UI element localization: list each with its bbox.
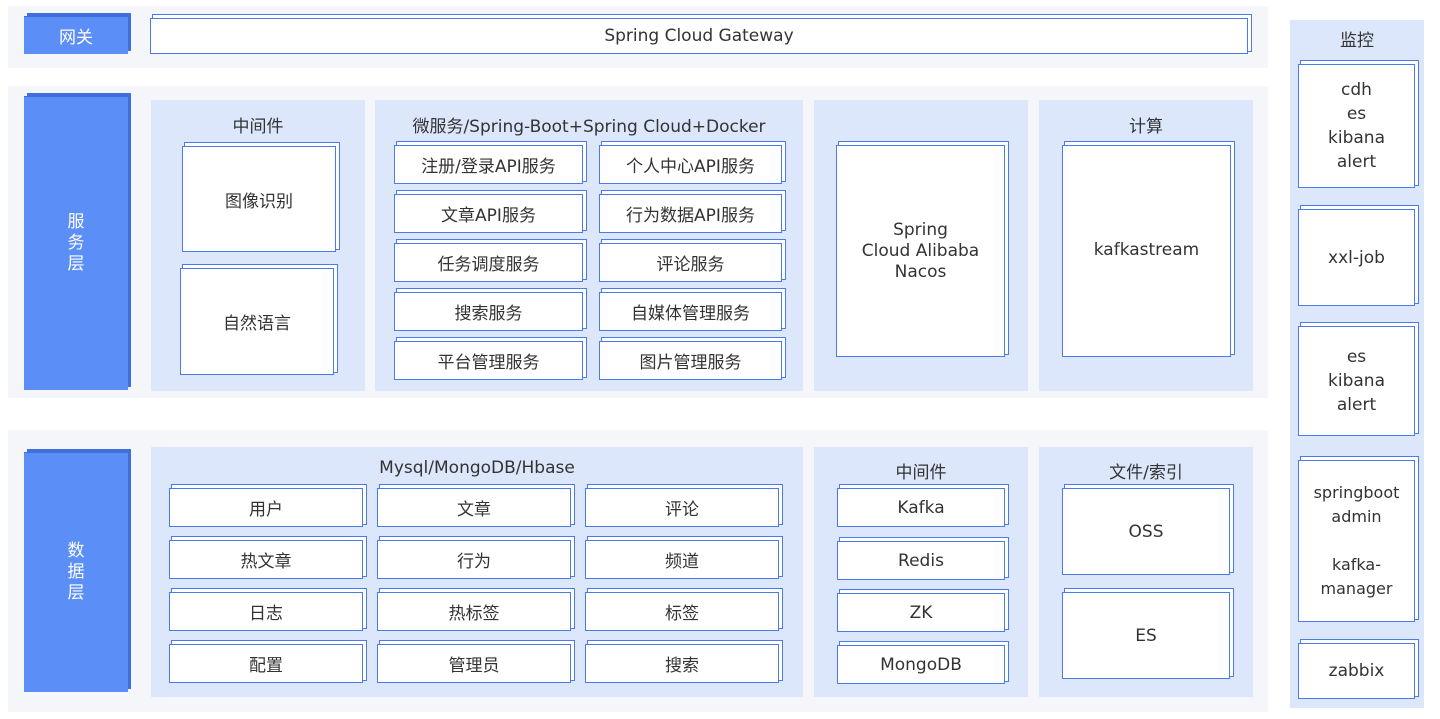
database-item-label: 热文章: [240, 552, 292, 572]
gateway-label-text: 网关: [59, 28, 93, 48]
database-item-label: 频道: [665, 552, 699, 572]
data-middleware-title: 中间件: [895, 463, 947, 483]
files-item: OSS: [1062, 488, 1230, 575]
nacos-box: Spring Cloud Alibaba Nacos: [836, 145, 1005, 357]
database-item: 频道: [585, 540, 779, 579]
microservice-item: 自媒体管理服务: [599, 292, 782, 331]
monitoring-title: 监控: [1340, 31, 1374, 51]
data-middleware-label: Redis: [898, 550, 944, 571]
data-middleware-item: Kafka: [837, 488, 1005, 527]
monitoring-item: xxl-job: [1298, 209, 1415, 306]
middleware-item-label: 自然语言: [223, 314, 291, 334]
microservice-item: 行为数据API服务: [599, 194, 782, 233]
database-item: 文章: [377, 488, 571, 527]
nacos-text: Spring Cloud Alibaba Nacos: [861, 219, 980, 282]
microservice-item: 文章API服务: [394, 194, 583, 233]
microservice-label: 文章API服务: [441, 206, 536, 226]
database-item: 配置: [169, 644, 363, 683]
database-item: 用户: [169, 488, 363, 527]
middleware-item: 自然语言: [180, 268, 334, 375]
microservice-label: 平台管理服务: [437, 353, 540, 373]
monitoring-item-label: cdh es kibana alert: [1328, 80, 1385, 172]
middleware-item-label: 图像识别: [225, 191, 293, 212]
database-item: 行为: [377, 540, 571, 579]
microservice-item: 平台管理服务: [394, 341, 583, 380]
service-layer-label: 服务层: [24, 96, 128, 390]
microservice-label: 行为数据API服务: [626, 206, 755, 226]
microservice-item: 个人中心API服务: [599, 145, 782, 184]
microservice-label: 注册/登录API服务: [421, 157, 556, 177]
files-item-label: OSS: [1128, 521, 1164, 542]
data-middleware-label: ZK: [909, 602, 933, 623]
database-item-label: 评论: [665, 500, 699, 520]
microservice-label: 评论服务: [656, 255, 725, 275]
microservice-item: 评论服务: [599, 243, 782, 282]
monitoring-item-label: es kibana alert: [1328, 347, 1385, 415]
database-item: 热文章: [169, 540, 363, 579]
database-item-label: 热标签: [448, 604, 500, 624]
monitoring-item: springboot admin kafka- manager: [1298, 460, 1415, 622]
database-item: 评论: [585, 488, 779, 527]
database-item: 热标签: [377, 592, 571, 631]
database-item: 标签: [585, 592, 779, 631]
files-item: ES: [1062, 592, 1230, 679]
database-item-label: 配置: [249, 656, 283, 676]
microservice-label: 个人中心API服务: [626, 157, 755, 177]
database-item-label: 日志: [249, 604, 283, 624]
gateway-label: 网关: [24, 16, 128, 54]
monitoring-item: zabbix: [1298, 643, 1415, 699]
service-middleware-title: 中间件: [232, 117, 284, 137]
microservice-item: 注册/登录API服务: [394, 145, 583, 184]
monitoring-item: cdh es kibana alert: [1298, 64, 1415, 188]
database-item-label: 文章: [457, 500, 491, 520]
database-title: Mysql/MongoDB/Hbase: [379, 458, 575, 478]
middleware-item: 图像识别: [182, 146, 336, 252]
microservice-item: 图片管理服务: [599, 341, 782, 380]
microservice-label: 图片管理服务: [639, 353, 742, 373]
database-item-label: 搜索: [665, 656, 699, 676]
data-middleware-item: Redis: [837, 541, 1005, 580]
files-title: 文件/索引: [1109, 463, 1183, 483]
monitoring-item-label: xxl-job: [1328, 247, 1385, 268]
data-layer-label: 数据层: [24, 452, 128, 692]
monitoring-item-label: springboot admin kafka- manager: [1313, 483, 1400, 598]
data-middleware-label: MongoDB: [880, 654, 962, 675]
service-layer-label-text: 服务层: [67, 212, 85, 274]
microservice-label: 自媒体管理服务: [631, 304, 750, 324]
data-middleware-item: MongoDB: [837, 645, 1005, 684]
compute-title: 计算: [1129, 117, 1163, 137]
microservice-item: 搜索服务: [394, 292, 583, 331]
files-item-label: ES: [1135, 625, 1157, 646]
database-item-label: 行为: [457, 552, 491, 572]
compute-item-label: kafkastream: [1093, 240, 1200, 260]
microservice-label: 任务调度服务: [437, 255, 540, 275]
microservice-item: 任务调度服务: [394, 243, 583, 282]
monitoring-item: es kibana alert: [1298, 326, 1415, 436]
data-middleware-label: Kafka: [897, 497, 945, 518]
microservices-title: 微服务/Spring-Boot+Spring Cloud+Docker: [412, 117, 766, 137]
data-middleware-item: ZK: [837, 593, 1005, 632]
database-item-label: 用户: [249, 500, 283, 520]
data-layer-label-text: 数据层: [67, 541, 85, 603]
database-item: 搜索: [585, 644, 779, 683]
database-item: 管理员: [377, 644, 571, 683]
database-item: 日志: [169, 592, 363, 631]
gateway-text: Spring Cloud Gateway: [604, 26, 794, 46]
compute-box: kafkastream: [1062, 145, 1231, 357]
monitoring-item-label: zabbix: [1328, 661, 1385, 681]
microservice-label: 搜索服务: [454, 304, 523, 324]
database-item-label: 标签: [665, 604, 699, 624]
database-item-label: 管理员: [448, 656, 500, 676]
gateway-box: Spring Cloud Gateway: [150, 18, 1248, 54]
